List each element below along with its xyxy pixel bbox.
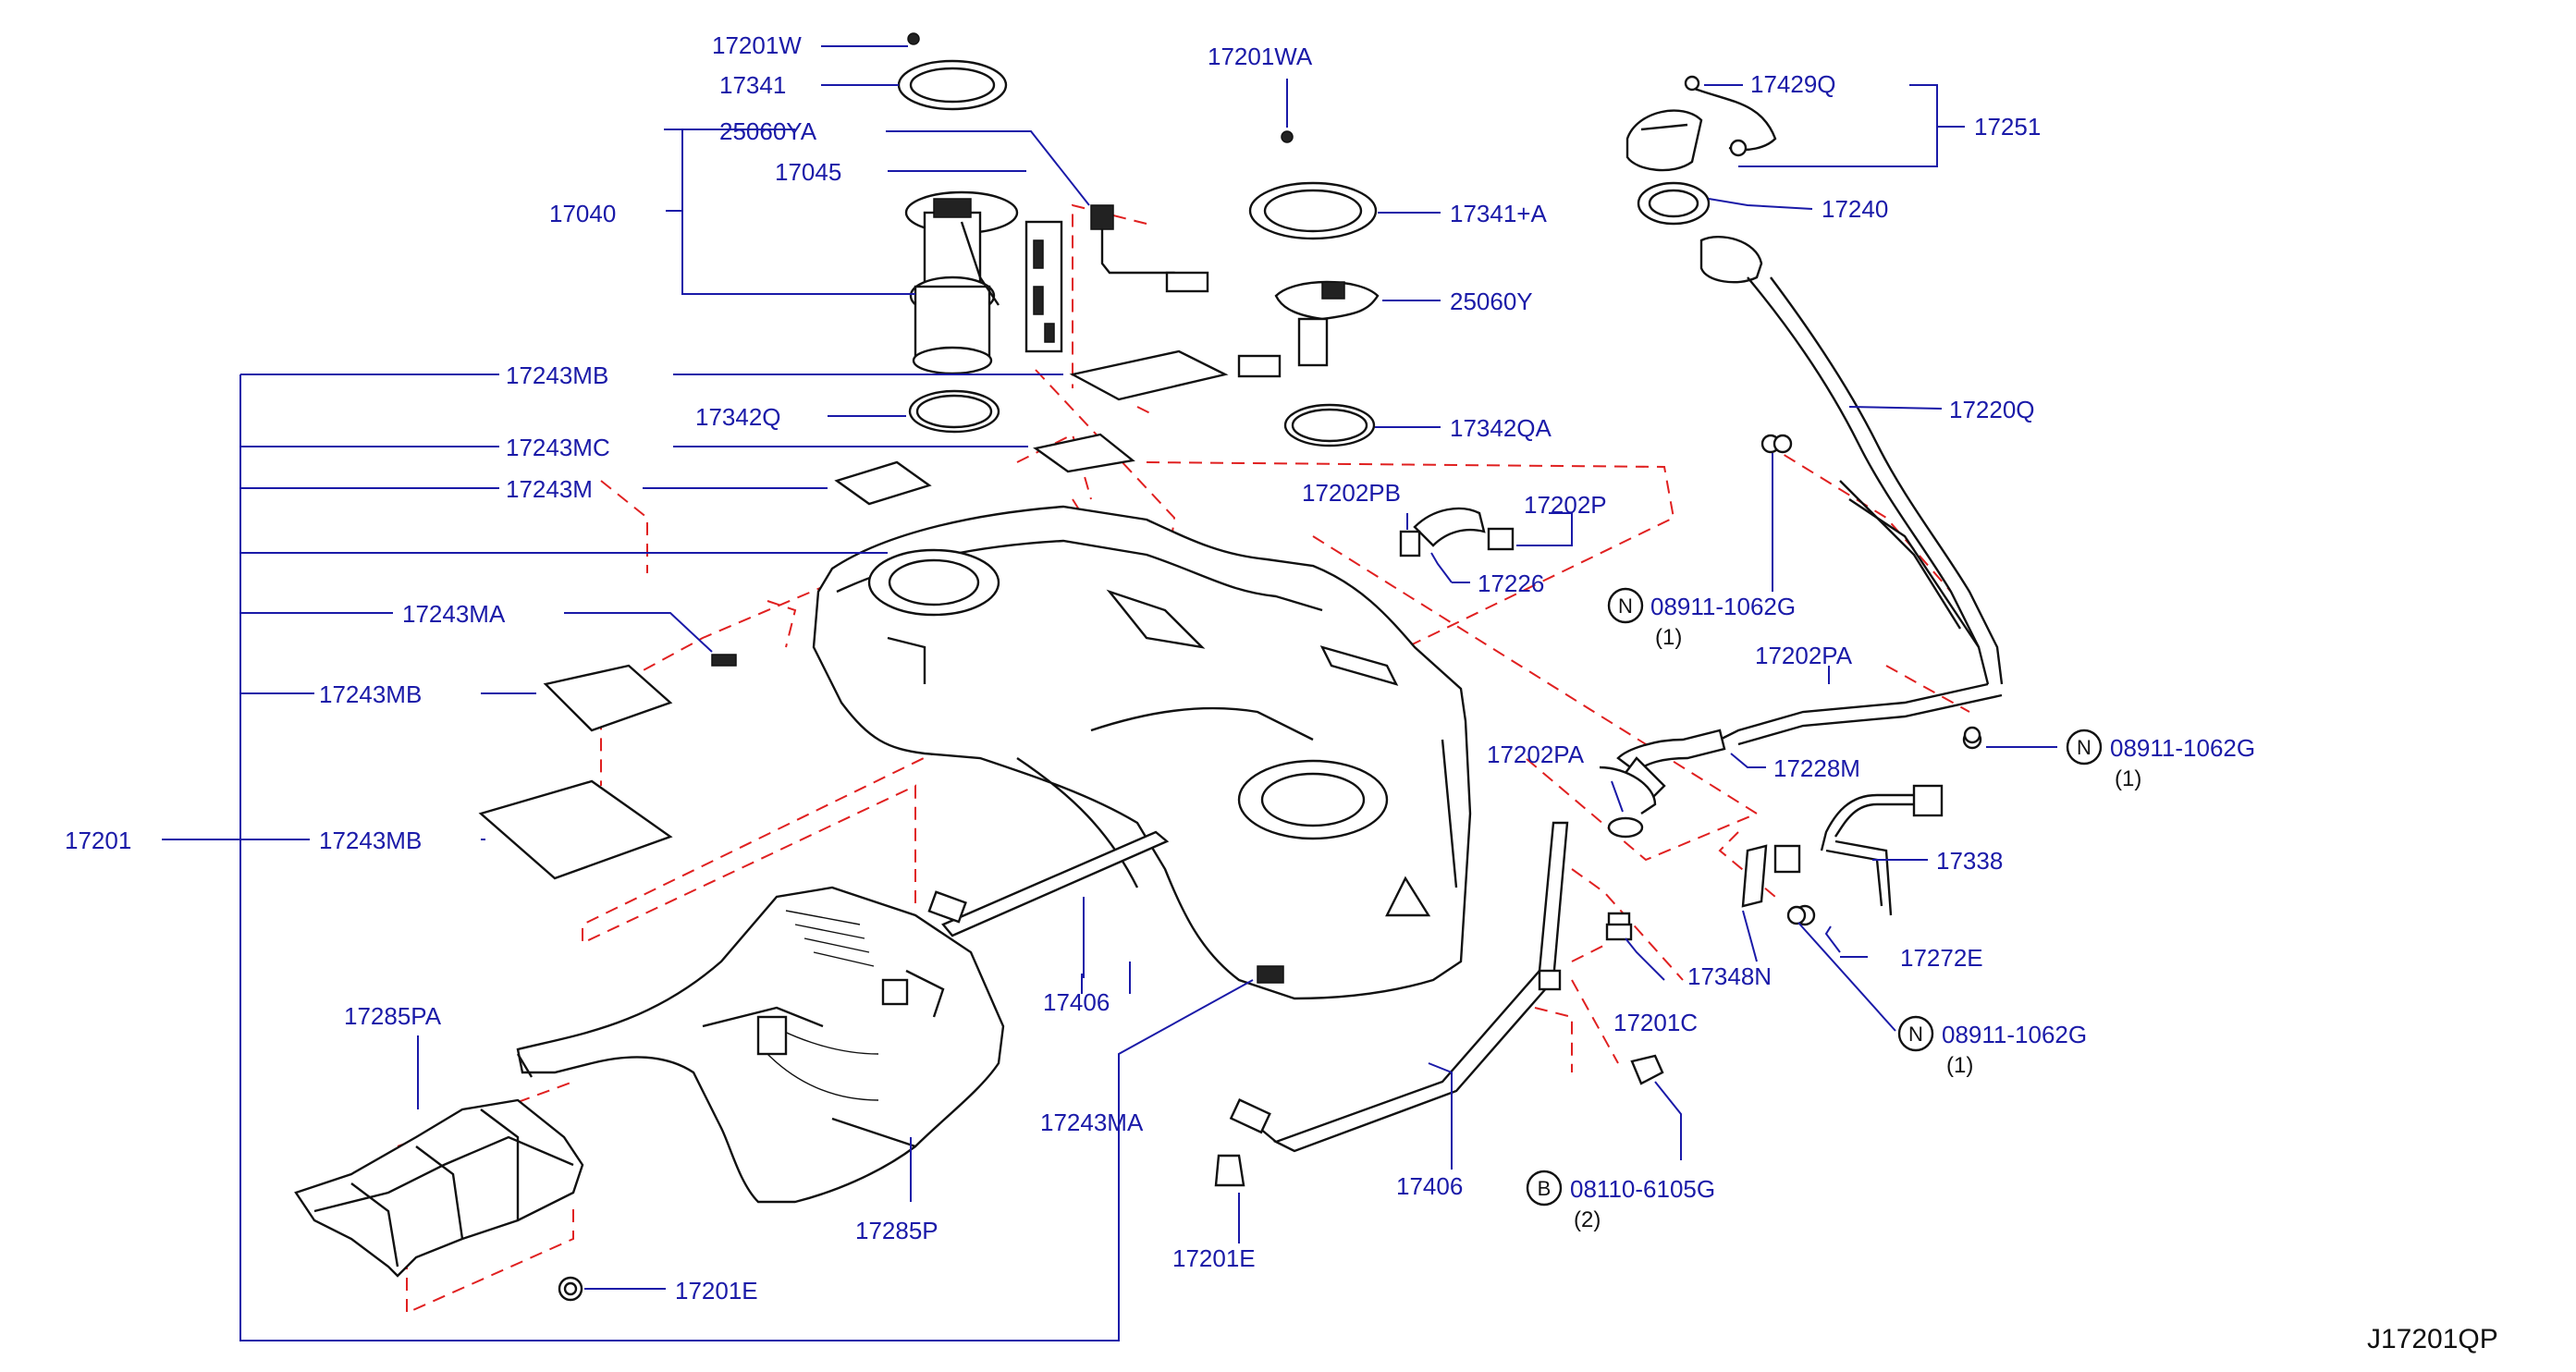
label-17243m: 17243M xyxy=(506,475,593,503)
heat-shield-17285pa xyxy=(294,1098,584,1278)
circle-n-letter: N xyxy=(2077,736,2091,759)
label-17243ma-left: 17243MA xyxy=(402,600,506,628)
label-17285p: 17285P xyxy=(855,1217,938,1244)
label-17341: 17341 xyxy=(719,71,786,99)
label-17201e-lower: 17201E xyxy=(1172,1244,1256,1272)
qty-08911-c: (1) xyxy=(1946,1053,1973,1078)
callout-labels: 17201W 17341 25060YA 17045 17040 17201WA… xyxy=(65,31,2498,1354)
evap-tube xyxy=(1741,784,1944,926)
label-17202pb: 17202PB xyxy=(1302,479,1401,507)
label-25060ya: 25060YA xyxy=(719,117,817,145)
qty-08911-b: (1) xyxy=(2115,766,2141,791)
label-17251: 17251 xyxy=(1974,113,2041,141)
label-25060y: 25060Y xyxy=(1450,288,1533,315)
label-17406-lower: 17406 xyxy=(1396,1172,1463,1200)
label-17429q: 17429Q xyxy=(1750,70,1836,98)
label-17202pa-right: 17202PA xyxy=(1755,642,1853,669)
label-08110: 08110-6105G xyxy=(1570,1175,1715,1203)
label-17243mc: 17243MC xyxy=(506,434,610,461)
label-17201w: 17201W xyxy=(712,31,802,59)
label-17243mb-top: 17243MB xyxy=(506,361,608,389)
tank-straps xyxy=(927,821,1569,1153)
label-17201wa: 17201WA xyxy=(1208,43,1313,70)
hoses xyxy=(1399,507,1726,839)
label-17285pa: 17285PA xyxy=(344,1002,442,1030)
diagram-code: J17201QP xyxy=(2367,1324,2498,1354)
label-17045: 17045 xyxy=(775,158,841,186)
gasket-17341 xyxy=(897,32,1008,111)
label-17220q: 17220Q xyxy=(1949,396,2035,423)
label-17243ma-lower: 17243MA xyxy=(1040,1109,1144,1136)
leader-lines xyxy=(162,45,2057,1341)
label-17243mb-low: 17243MB xyxy=(319,827,422,854)
label-17201c: 17201C xyxy=(1613,1009,1698,1036)
label-17348n: 17348N xyxy=(1687,962,1772,990)
label-17338: 17338 xyxy=(1936,847,2003,875)
label-17243mb-mid: 17243MB xyxy=(319,680,422,708)
label-17342q: 17342Q xyxy=(695,403,781,431)
label-17202p: 17202P xyxy=(1524,491,1607,519)
circle-n-icon xyxy=(1897,1015,1934,1052)
label-17240: 17240 xyxy=(1822,195,1888,223)
circle-n-icon xyxy=(2066,729,2103,766)
fuel-sender-assembly xyxy=(1237,130,1380,447)
fasteners xyxy=(558,434,1981,1302)
insulator-pads xyxy=(478,349,1284,984)
heat-shield-17285p xyxy=(516,886,1005,1204)
label-17406-upper: 17406 xyxy=(1043,988,1110,1016)
qty-08110: (2) xyxy=(1574,1207,1601,1232)
label-08911-a: 08911-1062G xyxy=(1650,593,1796,620)
label-17341a: 17341+A xyxy=(1450,200,1547,227)
label-08911-b: 08911-1062G xyxy=(2110,734,2255,762)
label-17202pa-left: 17202PA xyxy=(1487,741,1585,768)
circle-n-letter: N xyxy=(1908,1023,1923,1046)
label-17201: 17201 xyxy=(65,827,131,854)
circle-b-letter: B xyxy=(1538,1177,1552,1200)
oring-17342q xyxy=(908,389,1000,434)
label-17342qa: 17342QA xyxy=(1450,414,1552,442)
fuel-pump-assembly xyxy=(904,190,1209,375)
fuel-tank xyxy=(812,505,1472,1000)
label-17201e-left: 17201E xyxy=(675,1277,758,1305)
label-17228m: 17228M xyxy=(1773,754,1860,782)
label-17040: 17040 xyxy=(549,200,616,227)
label-17226: 17226 xyxy=(1478,570,1544,597)
circle-n-icon xyxy=(1607,587,1644,624)
label-17272e: 17272E xyxy=(1900,944,1983,972)
circle-b-icon xyxy=(1526,1170,1563,1207)
circle-n-letter: N xyxy=(1618,594,1633,618)
qty-08911-a: (1) xyxy=(1655,625,1682,650)
label-08911-c: 08911-1062G xyxy=(1942,1021,2087,1048)
